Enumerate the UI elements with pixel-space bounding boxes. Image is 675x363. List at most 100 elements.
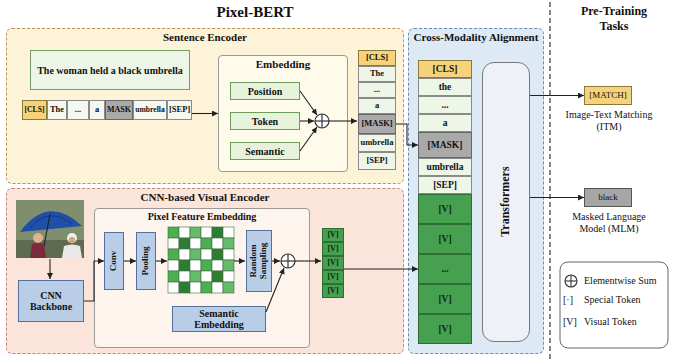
process-box: Conv bbox=[104, 232, 124, 290]
encoder-panel: Sentence EncoderThe woman held a black u… bbox=[6, 28, 404, 184]
token-cell: ... bbox=[418, 96, 472, 114]
node-text: [SEP] bbox=[169, 105, 190, 114]
token-cell: MASK bbox=[105, 100, 133, 120]
embedding-box: EmbeddingPositionTokenSemantic bbox=[218, 55, 348, 172]
node-text: [V] bbox=[327, 245, 338, 254]
arrow-connector bbox=[124, 260, 136, 261]
process-box: Semantic Embedding bbox=[172, 306, 266, 332]
node-text: [V] bbox=[438, 294, 451, 304]
node-text: [SEP] bbox=[366, 156, 387, 165]
token-cell: [MASK] bbox=[418, 132, 472, 158]
node-text: Token bbox=[252, 116, 278, 127]
node-text: ... bbox=[441, 264, 448, 274]
process-box: CNN Backbone bbox=[18, 280, 84, 322]
node-text: [V] bbox=[438, 204, 451, 214]
legend-sum-symbol bbox=[565, 275, 577, 287]
node-text: [V] bbox=[327, 231, 338, 240]
node-text: a bbox=[95, 105, 99, 114]
visual-token: [V] bbox=[418, 314, 472, 344]
node-text: Semantic bbox=[245, 146, 284, 157]
section-label: Pre-Training Tasks bbox=[581, 4, 647, 33]
sentence-box: The woman held a black umbrella bbox=[30, 50, 190, 90]
visual-token: [V] bbox=[322, 242, 344, 256]
legend-symbol: [·] bbox=[563, 294, 573, 305]
flow-arrows bbox=[50, 91, 357, 312]
node-text: Cross-Modality Alignment bbox=[409, 29, 543, 43]
node-text: umbrella bbox=[427, 162, 464, 172]
node-text: The bbox=[50, 105, 64, 114]
title: Pixel-BERT bbox=[217, 4, 294, 20]
title-box: Pixel-BERT bbox=[150, 4, 360, 21]
task-output: [MATCH]Image-Text Matching (ITM) bbox=[584, 86, 632, 105]
node-text: [CLS] bbox=[25, 106, 45, 114]
node-text: ... bbox=[441, 100, 448, 110]
embedding-item: Token bbox=[230, 112, 300, 130]
node-text: [V] bbox=[327, 273, 338, 282]
node-text: [V] bbox=[327, 287, 338, 296]
visual-token: [V] bbox=[322, 228, 344, 242]
node-text: [V] bbox=[438, 324, 451, 334]
visual-token: ... bbox=[418, 254, 472, 284]
sum-symbol bbox=[315, 114, 329, 128]
node-text: umbrella bbox=[361, 138, 394, 147]
node-text: [MASK] bbox=[428, 140, 463, 150]
visual-token: [V] bbox=[418, 224, 472, 254]
node-text: Sentence Encoder bbox=[7, 29, 403, 43]
node-text: [CLS] bbox=[433, 64, 458, 74]
node-text: MASK bbox=[107, 106, 131, 115]
legend-item: Elementwise Sum bbox=[584, 275, 666, 286]
node-text: ... bbox=[75, 105, 81, 114]
node-text: [MATCH] bbox=[585, 87, 631, 104]
node-text: Pooling bbox=[141, 234, 151, 288]
token-cell: ... bbox=[67, 100, 89, 120]
process-box: Pooling bbox=[136, 232, 156, 290]
token-cell: [MASK] bbox=[358, 114, 396, 134]
node-text: Transformers bbox=[499, 64, 512, 340]
token-cell: umbrella bbox=[133, 100, 167, 120]
process-box: Random Sampling bbox=[246, 230, 272, 292]
token-cell: [SEP] bbox=[418, 176, 472, 194]
embedding-item: Position bbox=[230, 82, 300, 100]
node-text: CNN Backbone bbox=[20, 290, 82, 312]
task-caption: Masked Language Model (MLM) bbox=[561, 211, 657, 234]
alignment-panel: Cross-Modality Alignment [CLS] the... a [MAS… bbox=[408, 28, 544, 354]
node-text: Pixel Feature Embedding bbox=[95, 209, 309, 222]
section-divider bbox=[549, 2, 550, 361]
token-cell: [CLS] bbox=[418, 60, 472, 78]
arrow-connector bbox=[344, 268, 418, 269]
visual-token: [V] bbox=[322, 256, 344, 270]
legend-text: Special Token bbox=[584, 294, 641, 305]
node-text: Semantic Embedding bbox=[174, 308, 264, 330]
node-text: a bbox=[375, 101, 379, 110]
node-text: Conv bbox=[109, 234, 119, 288]
node-text: [V] bbox=[438, 234, 451, 244]
visual-token: [V] bbox=[322, 270, 344, 284]
task-caption: Image-Text Matching (ITM) bbox=[561, 109, 657, 132]
photo bbox=[16, 200, 84, 258]
node-text: Embedding bbox=[219, 56, 347, 70]
visual-token: [V] bbox=[322, 284, 344, 298]
legend-box bbox=[560, 262, 668, 348]
arrow-connector bbox=[530, 95, 584, 96]
token-cell: The bbox=[47, 100, 67, 120]
transformer-block: Transformers bbox=[482, 62, 530, 342]
node-text: The woman held a black umbrella bbox=[37, 65, 183, 76]
token-cell: umbrella bbox=[358, 134, 396, 152]
node-text: [CLS] bbox=[366, 53, 388, 62]
token-cell: The bbox=[358, 66, 396, 82]
embedding-item: Semantic bbox=[230, 142, 300, 160]
label-box: Pre-Training Tasks bbox=[568, 4, 660, 34]
node-text: a bbox=[443, 118, 448, 128]
node-text: the bbox=[439, 82, 452, 92]
task-output: blackMasked Language Model (MLM) bbox=[584, 188, 632, 207]
node-text: black bbox=[585, 189, 631, 206]
visual-token: [V] bbox=[418, 194, 472, 224]
token-cell: [SEP] bbox=[167, 100, 192, 120]
arrow-connector bbox=[192, 113, 218, 114]
token-cell: a bbox=[418, 114, 472, 132]
node-text: [SEP] bbox=[433, 180, 457, 190]
legend-text: Elementwise Sum bbox=[584, 275, 657, 286]
arrow-connector bbox=[396, 124, 418, 145]
